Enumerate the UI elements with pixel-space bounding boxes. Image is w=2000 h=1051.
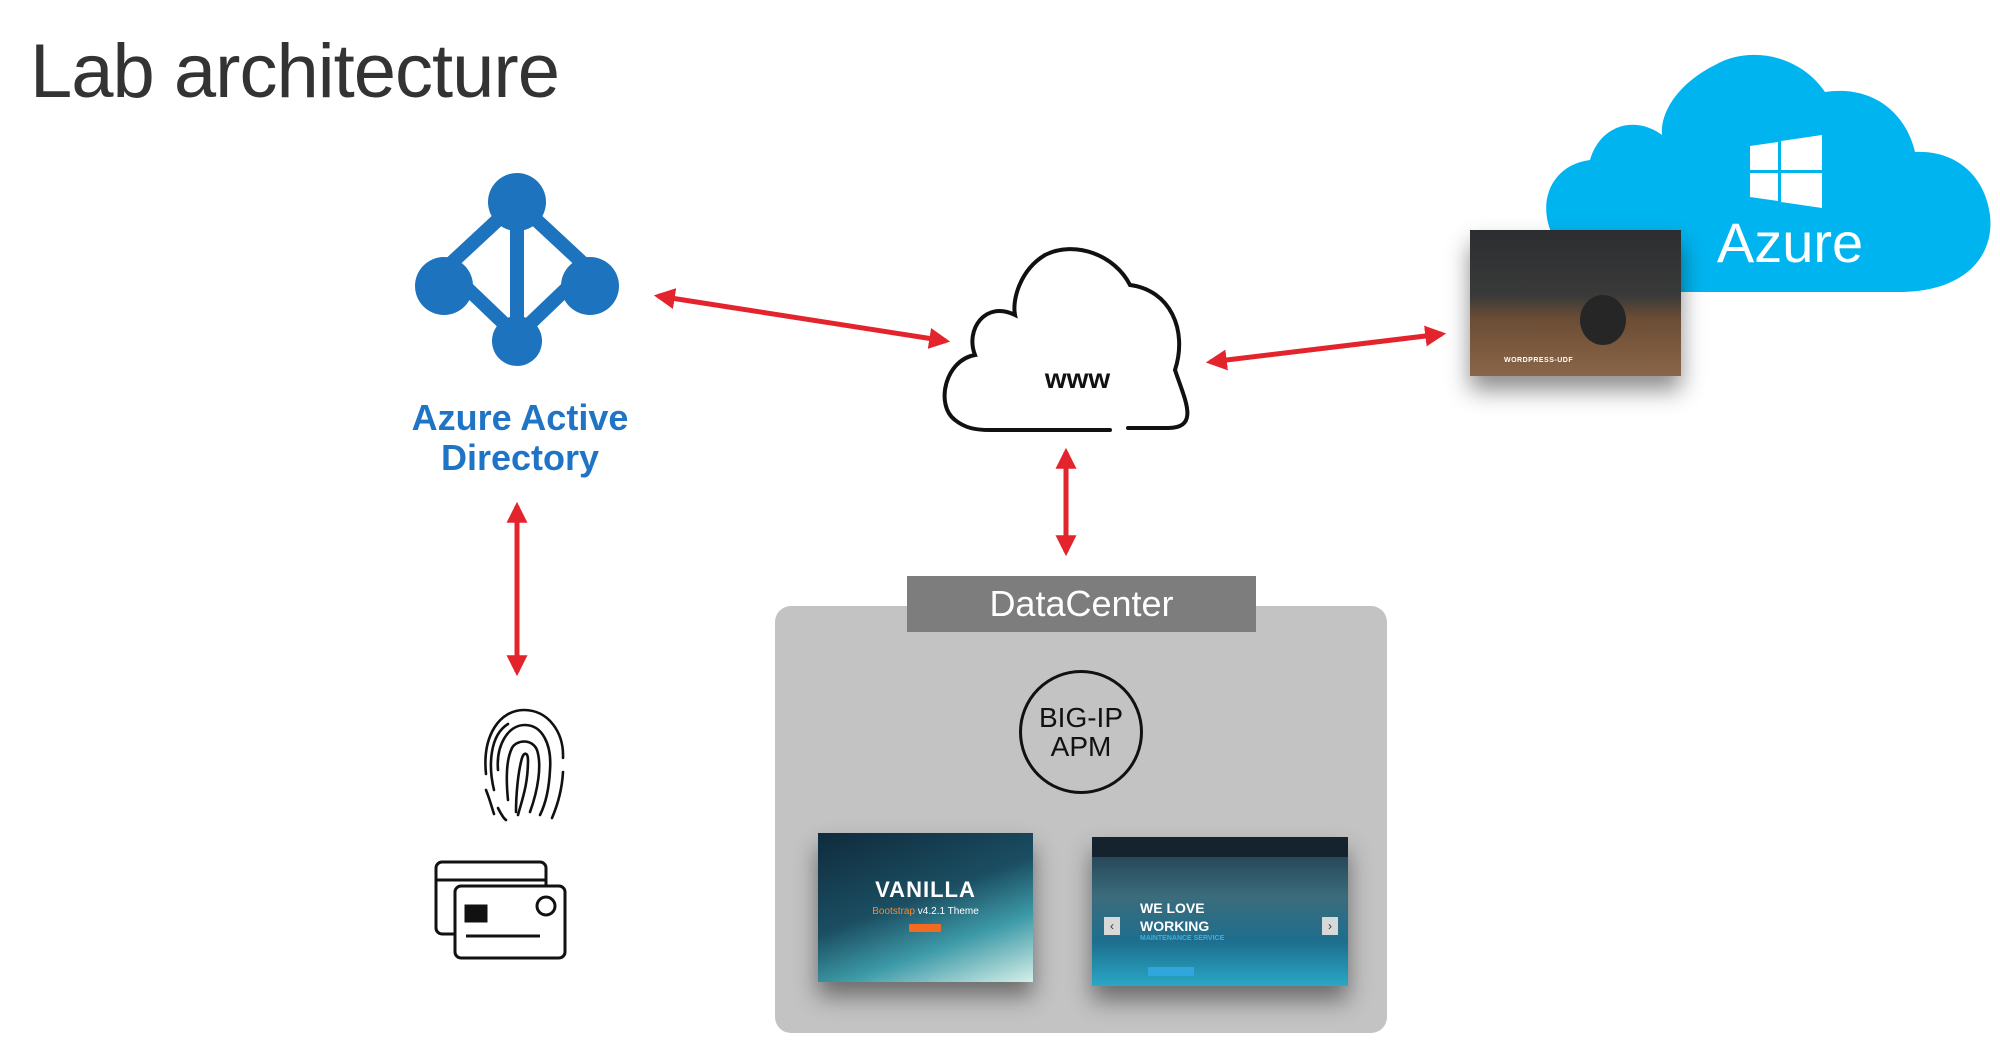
bigip-apm-circle: BIG-IP APM — [1019, 670, 1143, 794]
maintenance-app-thumbnail: ‹ › WE LOVE WORKING MAINTENANCE SERVICE — [1092, 837, 1348, 986]
carousel-next-icon: › — [1322, 917, 1338, 935]
maintenance-title: WE LOVE WORKING — [1140, 899, 1209, 935]
vanilla-subtitle-highlight: Bootstrap — [872, 906, 916, 917]
vanilla-subtitle: Bootstrap v4.2.1 Theme — [818, 906, 1033, 917]
aad-icon — [415, 173, 619, 366]
vanilla-title: VANILLA — [875, 877, 976, 902]
fingerprint-icon — [484, 708, 565, 822]
aad-label-line2: Directory — [440, 437, 600, 478]
arrow-www-azure — [1205, 325, 1447, 371]
datacenter-header: DataCenter — [907, 576, 1256, 632]
windows-logo-icon — [1750, 135, 1822, 208]
aad-label: Azure Active Directory — [370, 398, 670, 478]
vanilla-app-thumbnail: VANILLA Bootstrap v4.2.1 Theme — [818, 833, 1033, 982]
maintenance-nav-bar — [1092, 837, 1348, 857]
smart-card-icon — [434, 860, 567, 960]
maintenance-title-line2: WORKING — [1140, 918, 1210, 934]
bigip-label-line2: APM — [1050, 731, 1112, 762]
aad-label-line1: Azure Active — [411, 397, 629, 438]
azure-label: Azure — [1716, 211, 1864, 274]
maintenance-cta-button — [1148, 967, 1194, 976]
maintenance-subtitle: MAINTENANCE SERVICE — [1140, 935, 1225, 942]
maintenance-title-line1: WE LOVE — [1140, 900, 1205, 916]
wordpress-app-thumbnail: WORDPRESS-UDF — [1470, 230, 1681, 376]
slide-title: Lab architecture — [30, 29, 560, 114]
www-cloud-icon — [942, 247, 1190, 432]
bigip-label-line1: BIG-IP — [1038, 702, 1123, 733]
vanilla-subtitle-rest: v4.2.1 Theme — [915, 906, 979, 917]
plant-pot-icon — [1580, 295, 1626, 345]
www-label: www — [1044, 363, 1111, 394]
carousel-prev-icon: ‹ — [1104, 917, 1120, 935]
connection-arrows — [506, 288, 1447, 677]
wordpress-label: WORDPRESS-UDF — [1504, 357, 1574, 364]
vanilla-cta-button — [909, 924, 941, 932]
arrow-aad-www — [653, 288, 951, 349]
